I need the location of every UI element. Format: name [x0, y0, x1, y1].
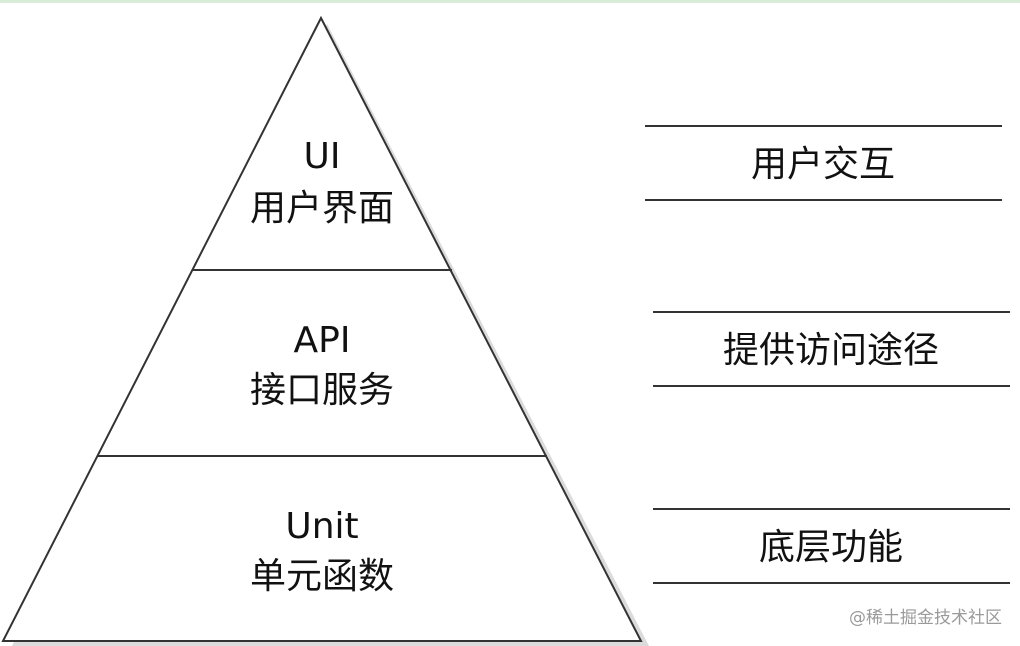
- tier-unit-subtitle: 单元函数: [250, 556, 394, 597]
- side-label-base-function: 底层功能: [759, 527, 903, 568]
- watermark: @稀土掘金技术社区: [849, 608, 1002, 628]
- tier-ui-title: UI: [304, 136, 341, 177]
- tier-ui-subtitle: 用户界面: [250, 188, 394, 229]
- top-rule: [0, 0, 1020, 3]
- side-label-user-interaction: 用户交互: [751, 144, 895, 185]
- tier-unit-title: Unit: [285, 506, 358, 547]
- pyramid-outline: [1, 15, 643, 642]
- tier-api-subtitle: 接口服务: [250, 370, 394, 411]
- tier-api-title: API: [294, 320, 351, 361]
- side-label-access-path: 提供访问途径: [723, 330, 939, 371]
